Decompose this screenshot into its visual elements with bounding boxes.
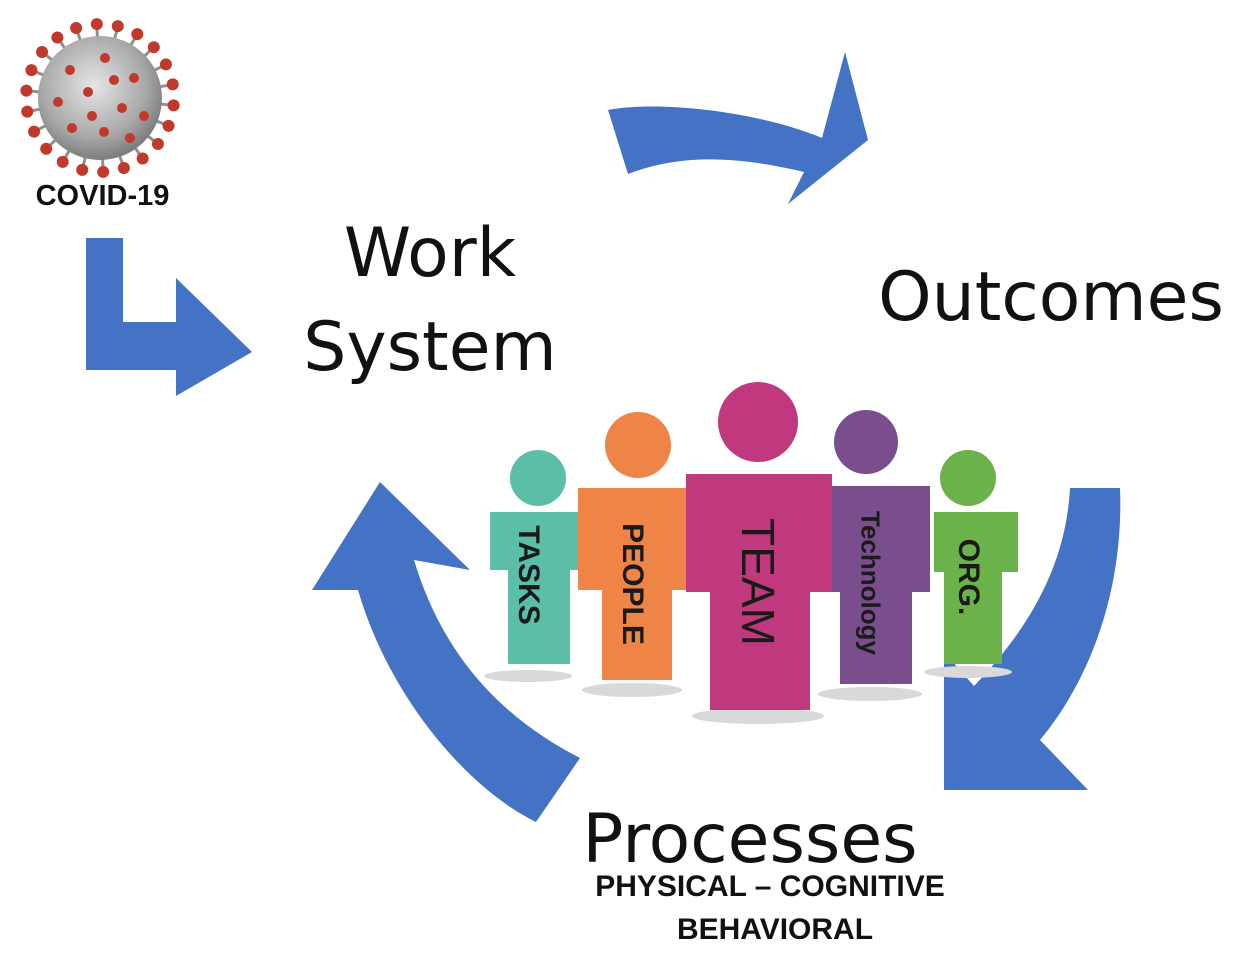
people-label: PEOPLE [616,523,649,645]
team-label: TEAM [732,518,784,646]
processes-to-work-system-arrow [312,482,580,822]
covid-to-work-system-arrow [86,238,252,396]
tasks-label: TASKS [512,525,545,625]
outcomes-to-processes-arrow [944,488,1121,790]
org-label: ORG. [952,538,985,616]
people-shadows [484,666,1012,724]
work-system-line1: Work [343,214,517,293]
person-technology [822,410,930,684]
person-tasks [490,450,586,664]
technology-label: Technology [855,511,886,655]
processes-subtitle-2: BEHAVIORAL [676,913,874,946]
work-system-label: Work System [270,207,590,395]
outcomes-label: Outcomes [878,258,1224,337]
processes-label: Processes [582,800,918,879]
work-system-to-outcomes-arrow [608,52,868,204]
work-system-line2: System [303,308,557,387]
coronavirus-icon [20,18,180,178]
person-team [686,382,832,710]
covid-19-label: COVID-19 [35,180,170,212]
processes-subtitle-1: PHYSICAL – COGNITIVE [595,870,945,903]
person-people [578,412,690,680]
person-org [934,450,1018,664]
